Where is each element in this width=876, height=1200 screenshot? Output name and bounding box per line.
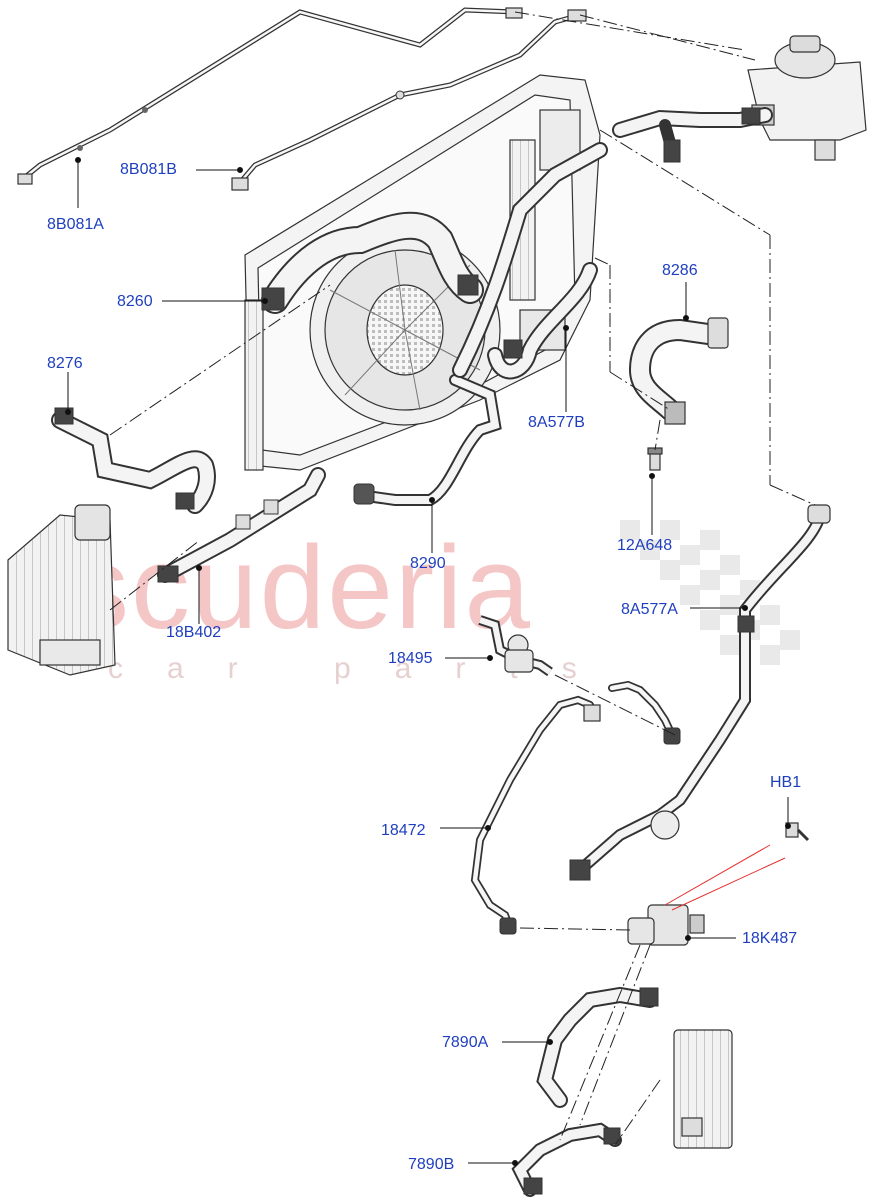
assembly-lines [109, 11, 816, 1146]
callout-8290: 8290 [410, 555, 446, 572]
callout-12a648: 12A648 [617, 537, 673, 554]
watermark-sub: car parts [108, 652, 621, 685]
callout-18k487: 18K487 [742, 930, 798, 947]
hose-8276 [51, 407, 216, 514]
hose-8a577a [569, 504, 831, 881]
leader-lines [65, 157, 791, 1166]
callout-8b081a: 8B081A [47, 216, 104, 233]
watermark-brand: scuderia [70, 522, 533, 654]
expansion-tank [747, 35, 867, 161]
callout-7890a: 7890A [442, 1034, 489, 1051]
hose-7890a [536, 986, 659, 1108]
valve-18495 [478, 615, 553, 677]
callout-8286: 8286 [662, 262, 698, 279]
hose-7890b [511, 1122, 622, 1197]
callout-8276: 8276 [47, 355, 83, 372]
callout-8a577b: 8A577B [528, 414, 585, 431]
callout-8a577a: 8A577A [621, 601, 678, 618]
sensor-12a648 [647, 447, 663, 471]
callout-hb1: HB1 [770, 774, 802, 791]
pump-18k487 [627, 904, 705, 946]
hose-tank-feed [612, 107, 773, 163]
oil-cooler [673, 1029, 733, 1149]
callout-7890b: 7890B [408, 1156, 455, 1173]
pipe-18472 [470, 680, 681, 935]
hose-8286 [628, 317, 729, 425]
callout-18472: 18472 [381, 822, 426, 839]
highlight-lines [664, 844, 786, 911]
callout-18b402: 18B402 [166, 624, 222, 641]
callout-8b081b: 8B081B [120, 161, 177, 178]
hose-8a577b [452, 142, 608, 380]
pipe-18b402 [157, 467, 326, 583]
intercooler [7, 504, 116, 676]
callout-8260: 8260 [117, 293, 153, 310]
bleed-pipe-8b081b [231, 9, 587, 191]
hose-8260 [261, 211, 484, 314]
callout-18495: 18495 [388, 650, 433, 667]
